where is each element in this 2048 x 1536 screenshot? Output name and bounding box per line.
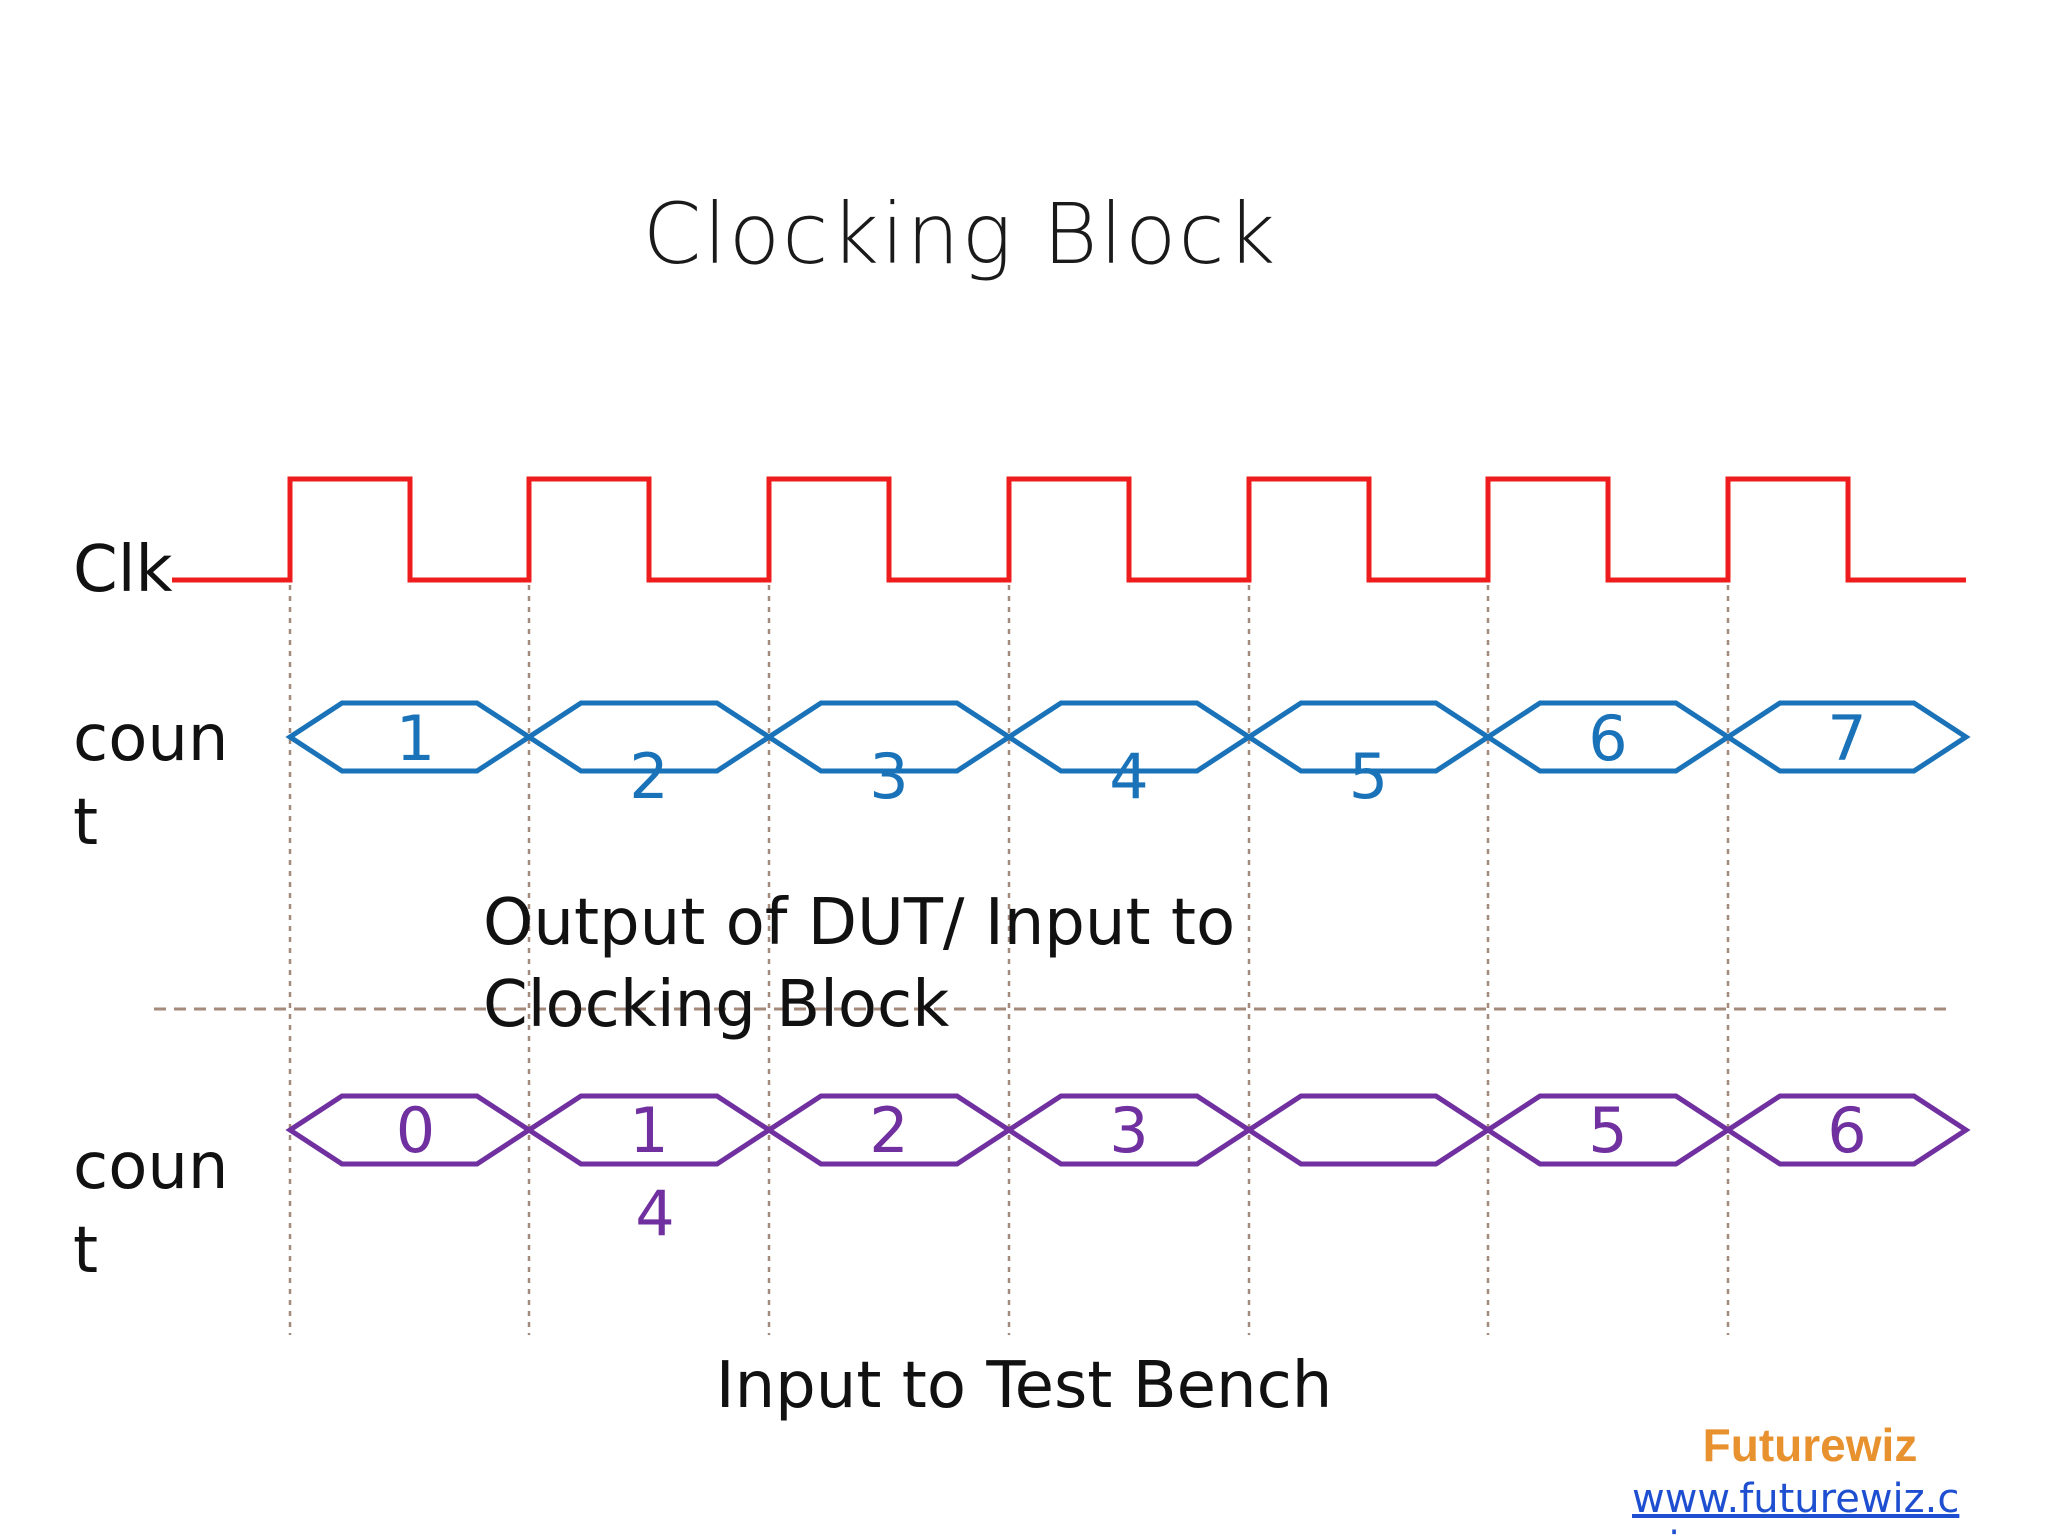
count-bottom-extra-value: 4 bbox=[635, 1177, 674, 1250]
dut-output-caption: Output of DUT/ Input to Clocking Block bbox=[483, 886, 1236, 1042]
count-top-value-4: 4 bbox=[1109, 740, 1148, 813]
count-signal-label-top: count bbox=[73, 702, 229, 860]
count-bottom-value-3: 2 bbox=[869, 1094, 908, 1167]
count-top-value-2: 2 bbox=[629, 740, 668, 813]
count-bottom-segment-5 bbox=[1244, 1093, 1493, 1167]
brand-url-link[interactable]: www.futurewiz.co.in bbox=[1632, 1476, 1960, 1536]
count-bottom-value-6: 5 bbox=[1588, 1094, 1627, 1167]
count-bottom-value-7: 6 bbox=[1827, 1094, 1866, 1167]
count-bottom-value-2: 1 bbox=[629, 1094, 668, 1167]
count-bus-bottom: 0 1 2 3 5 6 4 bbox=[285, 1093, 1971, 1250]
count-bottom-value-4: 3 bbox=[1109, 1094, 1148, 1167]
count-bottom-value-1: 0 bbox=[396, 1094, 435, 1167]
clock-waveform bbox=[172, 476, 1966, 583]
count-bus-top: 1 2 3 4 5 6 7 bbox=[285, 700, 1971, 813]
guide-lines bbox=[154, 585, 1950, 1335]
count-top-value-6: 6 bbox=[1588, 702, 1627, 775]
count-bottom-segment-7 bbox=[1723, 1093, 1971, 1167]
testbench-input-caption: Input to Test Bench bbox=[715, 1349, 1333, 1423]
count-top-value-7: 7 bbox=[1827, 702, 1866, 775]
clk-signal-label: Clk bbox=[73, 533, 173, 607]
brand-logo-text: Futurewiz bbox=[1702, 1419, 1918, 1471]
count-signal-label-bottom: count bbox=[73, 1130, 229, 1288]
count-top-value-1: 1 bbox=[396, 702, 435, 775]
count-top-value-3: 3 bbox=[869, 740, 908, 813]
page-title: Clocking Block bbox=[642, 185, 1278, 283]
count-top-value-5: 5 bbox=[1349, 740, 1388, 813]
count-top-segment-7 bbox=[1723, 700, 1971, 774]
